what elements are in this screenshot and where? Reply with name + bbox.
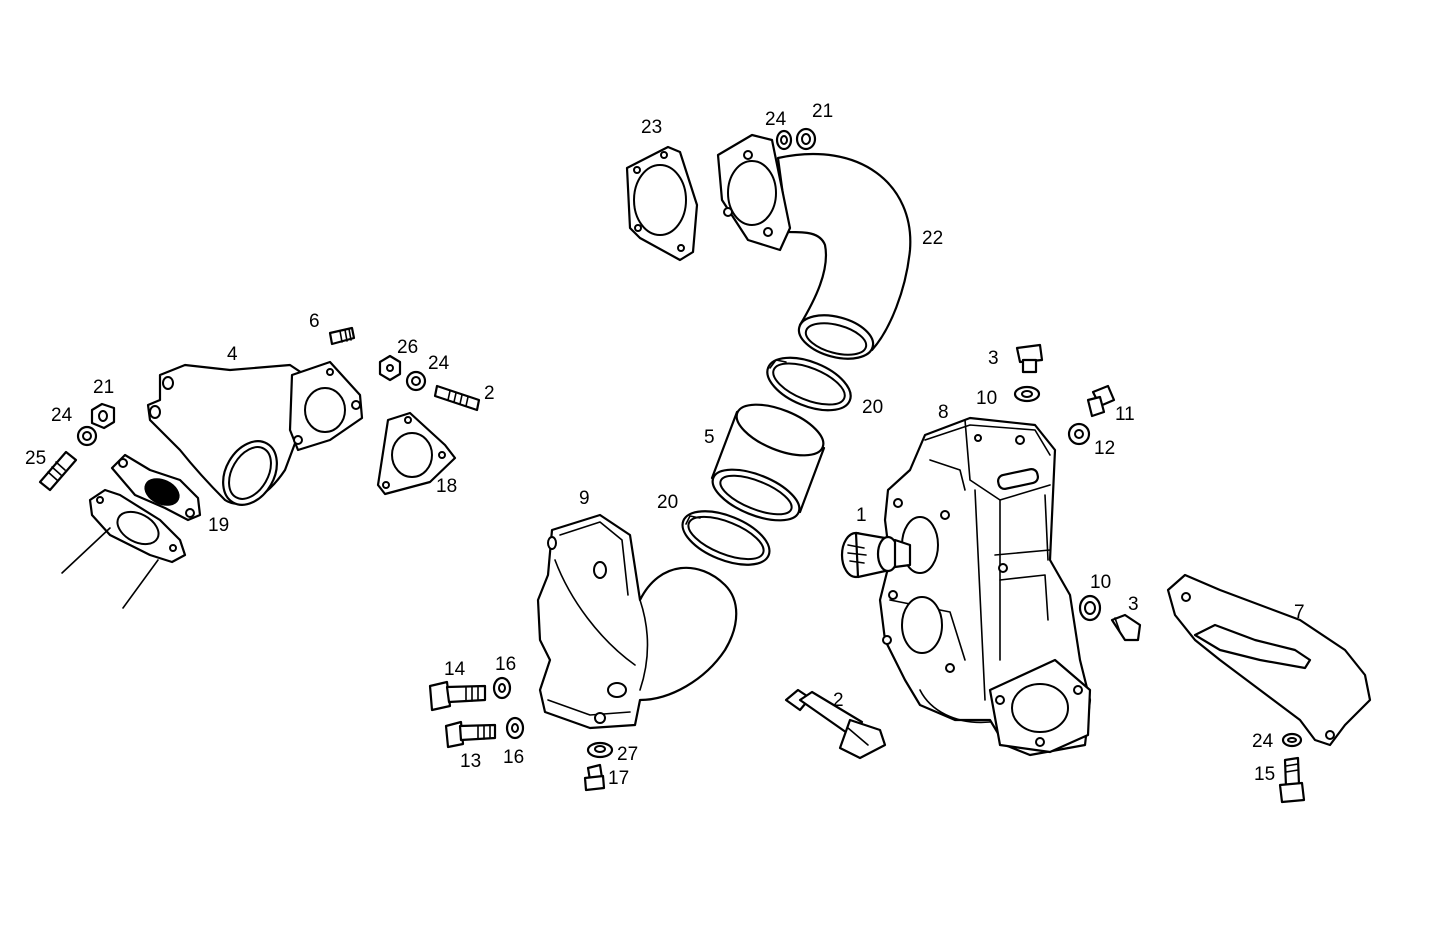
part-3-plug-right (1110, 613, 1142, 642)
part-23-gasket (625, 145, 699, 262)
callout-24-bottom-right: 24 (1252, 731, 1274, 752)
callout-18: 18 (436, 476, 457, 497)
part-24-washer-far-left (76, 425, 98, 447)
part-8-main-housing (878, 416, 1092, 757)
part-10-washer-top (1013, 385, 1041, 403)
callout-3-right: 3 (1128, 594, 1139, 615)
callout-16-upper: 16 (495, 654, 516, 675)
part-25-stud (38, 450, 78, 492)
part-24-washer-bottom-right (1281, 732, 1303, 748)
part-3-plug-top (1015, 343, 1044, 374)
part-21-nut-left (90, 402, 116, 430)
part-9-elbow-housing (536, 513, 738, 730)
part-10-washer-right (1078, 594, 1102, 622)
callout-26: 26 (397, 337, 418, 358)
callout-4: 4 (227, 344, 238, 365)
callout-15: 15 (1254, 764, 1275, 785)
callout-10-top: 10 (976, 388, 997, 409)
part-18-gasket (376, 411, 457, 496)
callout-13: 13 (460, 751, 481, 772)
part-13-bolt (444, 720, 497, 749)
part-22-exhaust-elbow (716, 133, 912, 360)
callout-24-far-left: 24 (51, 405, 73, 426)
part-14-bolt (428, 680, 487, 712)
part-2-sealant-tube (784, 688, 887, 760)
callout-7: 7 (1294, 602, 1305, 623)
callout-2-left: 2 (484, 383, 495, 404)
callout-2-tube: 2 (833, 690, 844, 711)
part-15-bolt (1278, 756, 1306, 804)
callout-6: 6 (309, 311, 320, 332)
callout-17: 17 (608, 768, 629, 789)
callout-20-lower: 20 (657, 492, 678, 513)
callout-24-top: 24 (765, 109, 787, 130)
part-7-bracket (1166, 573, 1372, 747)
part-19-gasket (110, 453, 202, 522)
callout-27: 27 (617, 744, 638, 765)
part-2-stud-left (433, 384, 481, 412)
callout-5: 5 (704, 427, 715, 448)
part-16-washer-upper (492, 676, 512, 700)
callout-23: 23 (641, 117, 662, 138)
part-11-plug (1086, 384, 1116, 418)
part-5-sleeve (710, 403, 826, 522)
part-16-washer-lower (505, 716, 525, 740)
callout-9: 9 (579, 488, 590, 509)
part-24-washer-left (405, 370, 427, 392)
part-26-nut (378, 354, 402, 382)
part-20-clamp-lower (681, 510, 771, 566)
callout-1: 1 (856, 505, 867, 526)
part-27-washer (586, 741, 614, 759)
callout-20-upper: 20 (862, 397, 883, 418)
part-4-exhaust-elbow-left (146, 360, 364, 506)
part-24-washer-top (775, 129, 793, 151)
part-12-washer (1067, 422, 1091, 446)
part-21-nut-top (795, 127, 817, 151)
callout-21-left: 21 (93, 377, 114, 398)
callout-labels: 23 24 21 22 6 4 26 24 2 21 24 25 18 19 3… (25, 101, 1305, 789)
callout-10-right: 10 (1090, 572, 1111, 593)
callout-11: 11 (1115, 404, 1135, 425)
callout-22: 22 (922, 228, 943, 249)
callout-24-left: 24 (428, 353, 450, 374)
inlet-flange (61, 488, 187, 609)
callout-19: 19 (208, 515, 229, 536)
callout-16-lower: 16 (503, 747, 524, 768)
part-17-bolt (583, 763, 606, 792)
callout-25: 25 (25, 448, 46, 469)
part-6-stud (328, 326, 356, 346)
callout-12: 12 (1094, 438, 1115, 459)
callout-8: 8 (938, 402, 949, 423)
callout-3-top: 3 (988, 348, 999, 369)
callout-21-top: 21 (812, 101, 833, 122)
callout-14: 14 (444, 659, 466, 680)
part-1-plug (840, 531, 912, 579)
part-20-clamp-upper (766, 356, 852, 412)
